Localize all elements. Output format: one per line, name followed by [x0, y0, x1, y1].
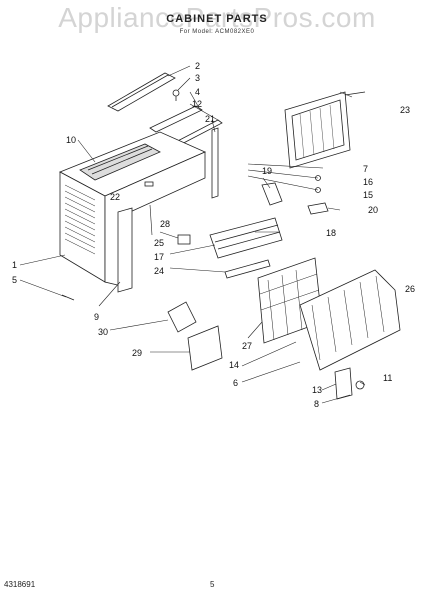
footer-part-code: 4318691 [4, 580, 36, 589]
page-subtitle: For Model: ACM082XE0 [179, 29, 255, 35]
part-top-grille [79, 143, 161, 181]
callout-29: 29 [132, 348, 142, 358]
callout-8: 8 [314, 399, 319, 409]
callout-10: 10 [66, 135, 76, 145]
part-bracket-22 [144, 181, 154, 187]
callout-6: 6 [233, 378, 238, 388]
callout-5: 5 [12, 275, 17, 285]
callout-9: 9 [94, 312, 99, 322]
part-clip-20 [307, 202, 329, 215]
callout-22: 22 [110, 192, 120, 202]
callout-20: 20 [368, 205, 378, 215]
callout-21: 21 [205, 114, 215, 124]
callout-19: 19 [262, 166, 272, 176]
callout-27: 27 [242, 341, 252, 351]
callout-13: 13 [312, 385, 322, 395]
part-front-support [117, 207, 133, 293]
callout-17: 17 [154, 252, 164, 262]
part-panel-29 [187, 325, 223, 371]
callout-30: 30 [98, 327, 108, 337]
callout-18: 18 [326, 228, 336, 238]
part-bracket-30 [167, 301, 197, 333]
callout-3: 3 [195, 73, 200, 83]
part-screw-3 [172, 89, 180, 101]
callout-4: 4 [195, 87, 200, 97]
footer-page-number: 5 [210, 580, 215, 589]
part-block-28 [177, 234, 191, 245]
part-screw-5 [61, 294, 75, 301]
part-frame-panel [284, 91, 351, 169]
callout-14: 14 [229, 360, 239, 370]
part-vertical-strip [211, 127, 219, 199]
part-rail-4 [149, 105, 203, 133]
part-louver-assembly [209, 217, 283, 259]
callout-1: 1 [12, 260, 17, 270]
part-bracket-8 [334, 367, 353, 400]
part-knob-11 [355, 380, 365, 390]
callout-16: 16 [363, 177, 373, 187]
callout-15: 15 [363, 190, 373, 200]
page-title: CABINET PARTS [166, 13, 268, 25]
part-front-grille [299, 269, 401, 371]
leader-lines [19, 65, 366, 404]
callout-11: 11 [383, 373, 392, 383]
part-rod-23 [344, 91, 366, 96]
callout-26: 26 [405, 284, 415, 294]
callout-23: 23 [400, 105, 410, 115]
callout-25: 25 [154, 238, 164, 248]
part-top-rail [107, 72, 176, 112]
callout-labels: 2 3 4 12 10 21 23 7 16 15 20 19 18 22 28… [12, 61, 415, 409]
callout-24: 24 [154, 266, 164, 276]
watermark: AppliancePartsPros.com [58, 2, 376, 33]
part-screw-15 [315, 187, 321, 193]
callout-28: 28 [160, 219, 170, 229]
callout-12: 12 [192, 99, 202, 109]
callout-7: 7 [363, 164, 368, 174]
callout-2: 2 [195, 61, 200, 71]
part-bracket-19 [261, 182, 283, 206]
part-bar-24 [224, 259, 271, 279]
